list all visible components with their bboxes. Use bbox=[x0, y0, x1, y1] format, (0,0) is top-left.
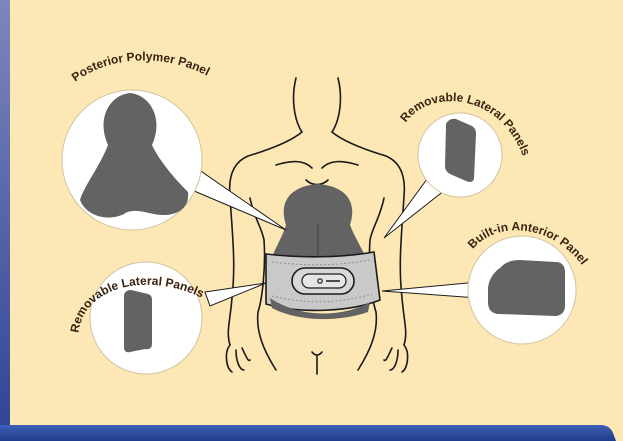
lateral-panel-shape-right bbox=[445, 119, 476, 182]
back-brace-belt bbox=[266, 252, 380, 319]
left-accent-bar bbox=[0, 0, 10, 441]
anterior-panel-shape bbox=[488, 260, 565, 316]
bottom-accent-bar bbox=[0, 425, 616, 441]
lateral-panel-shape-left bbox=[124, 290, 152, 352]
